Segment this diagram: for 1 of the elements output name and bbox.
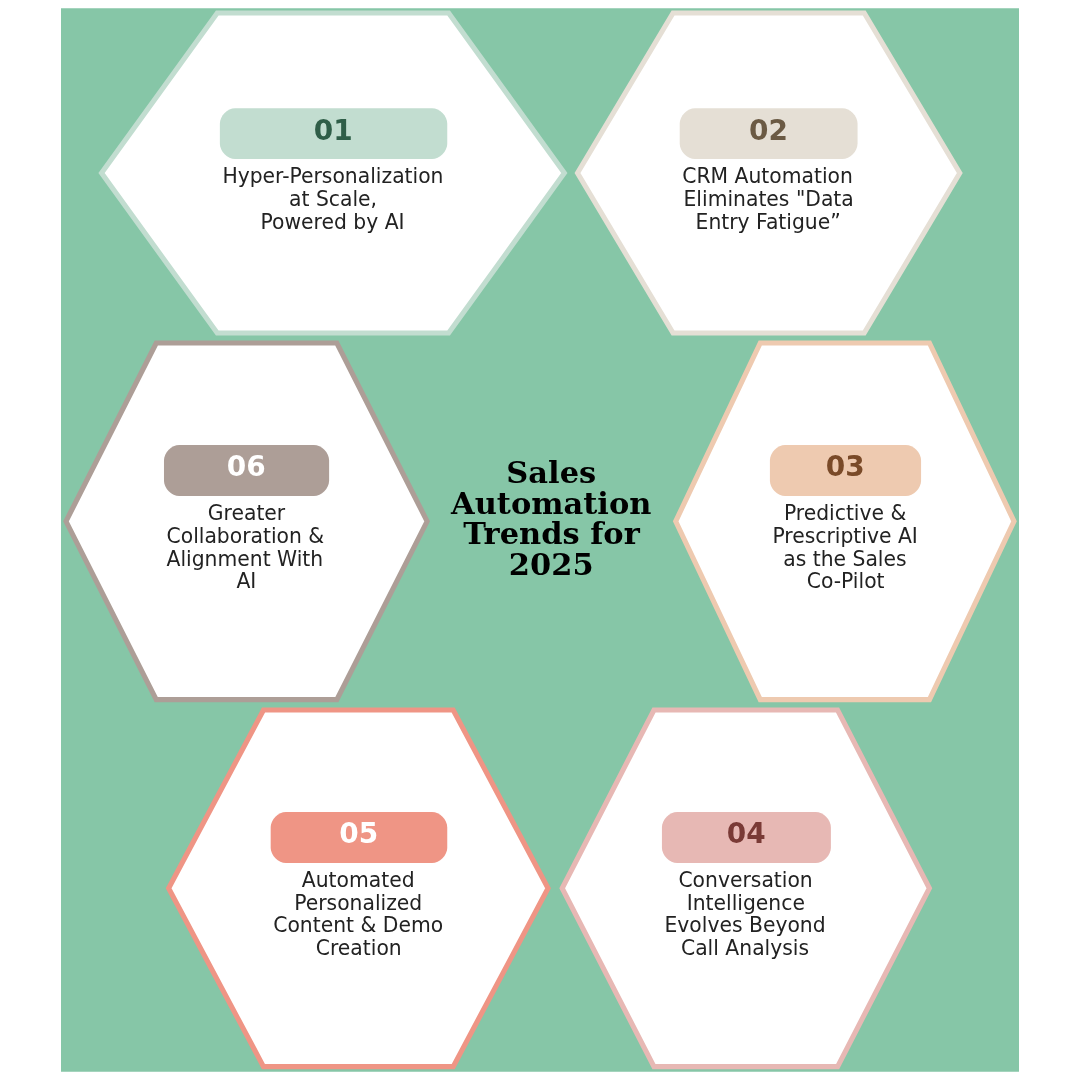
label: Sales Automation Trends for 2025: [451, 454, 652, 582]
